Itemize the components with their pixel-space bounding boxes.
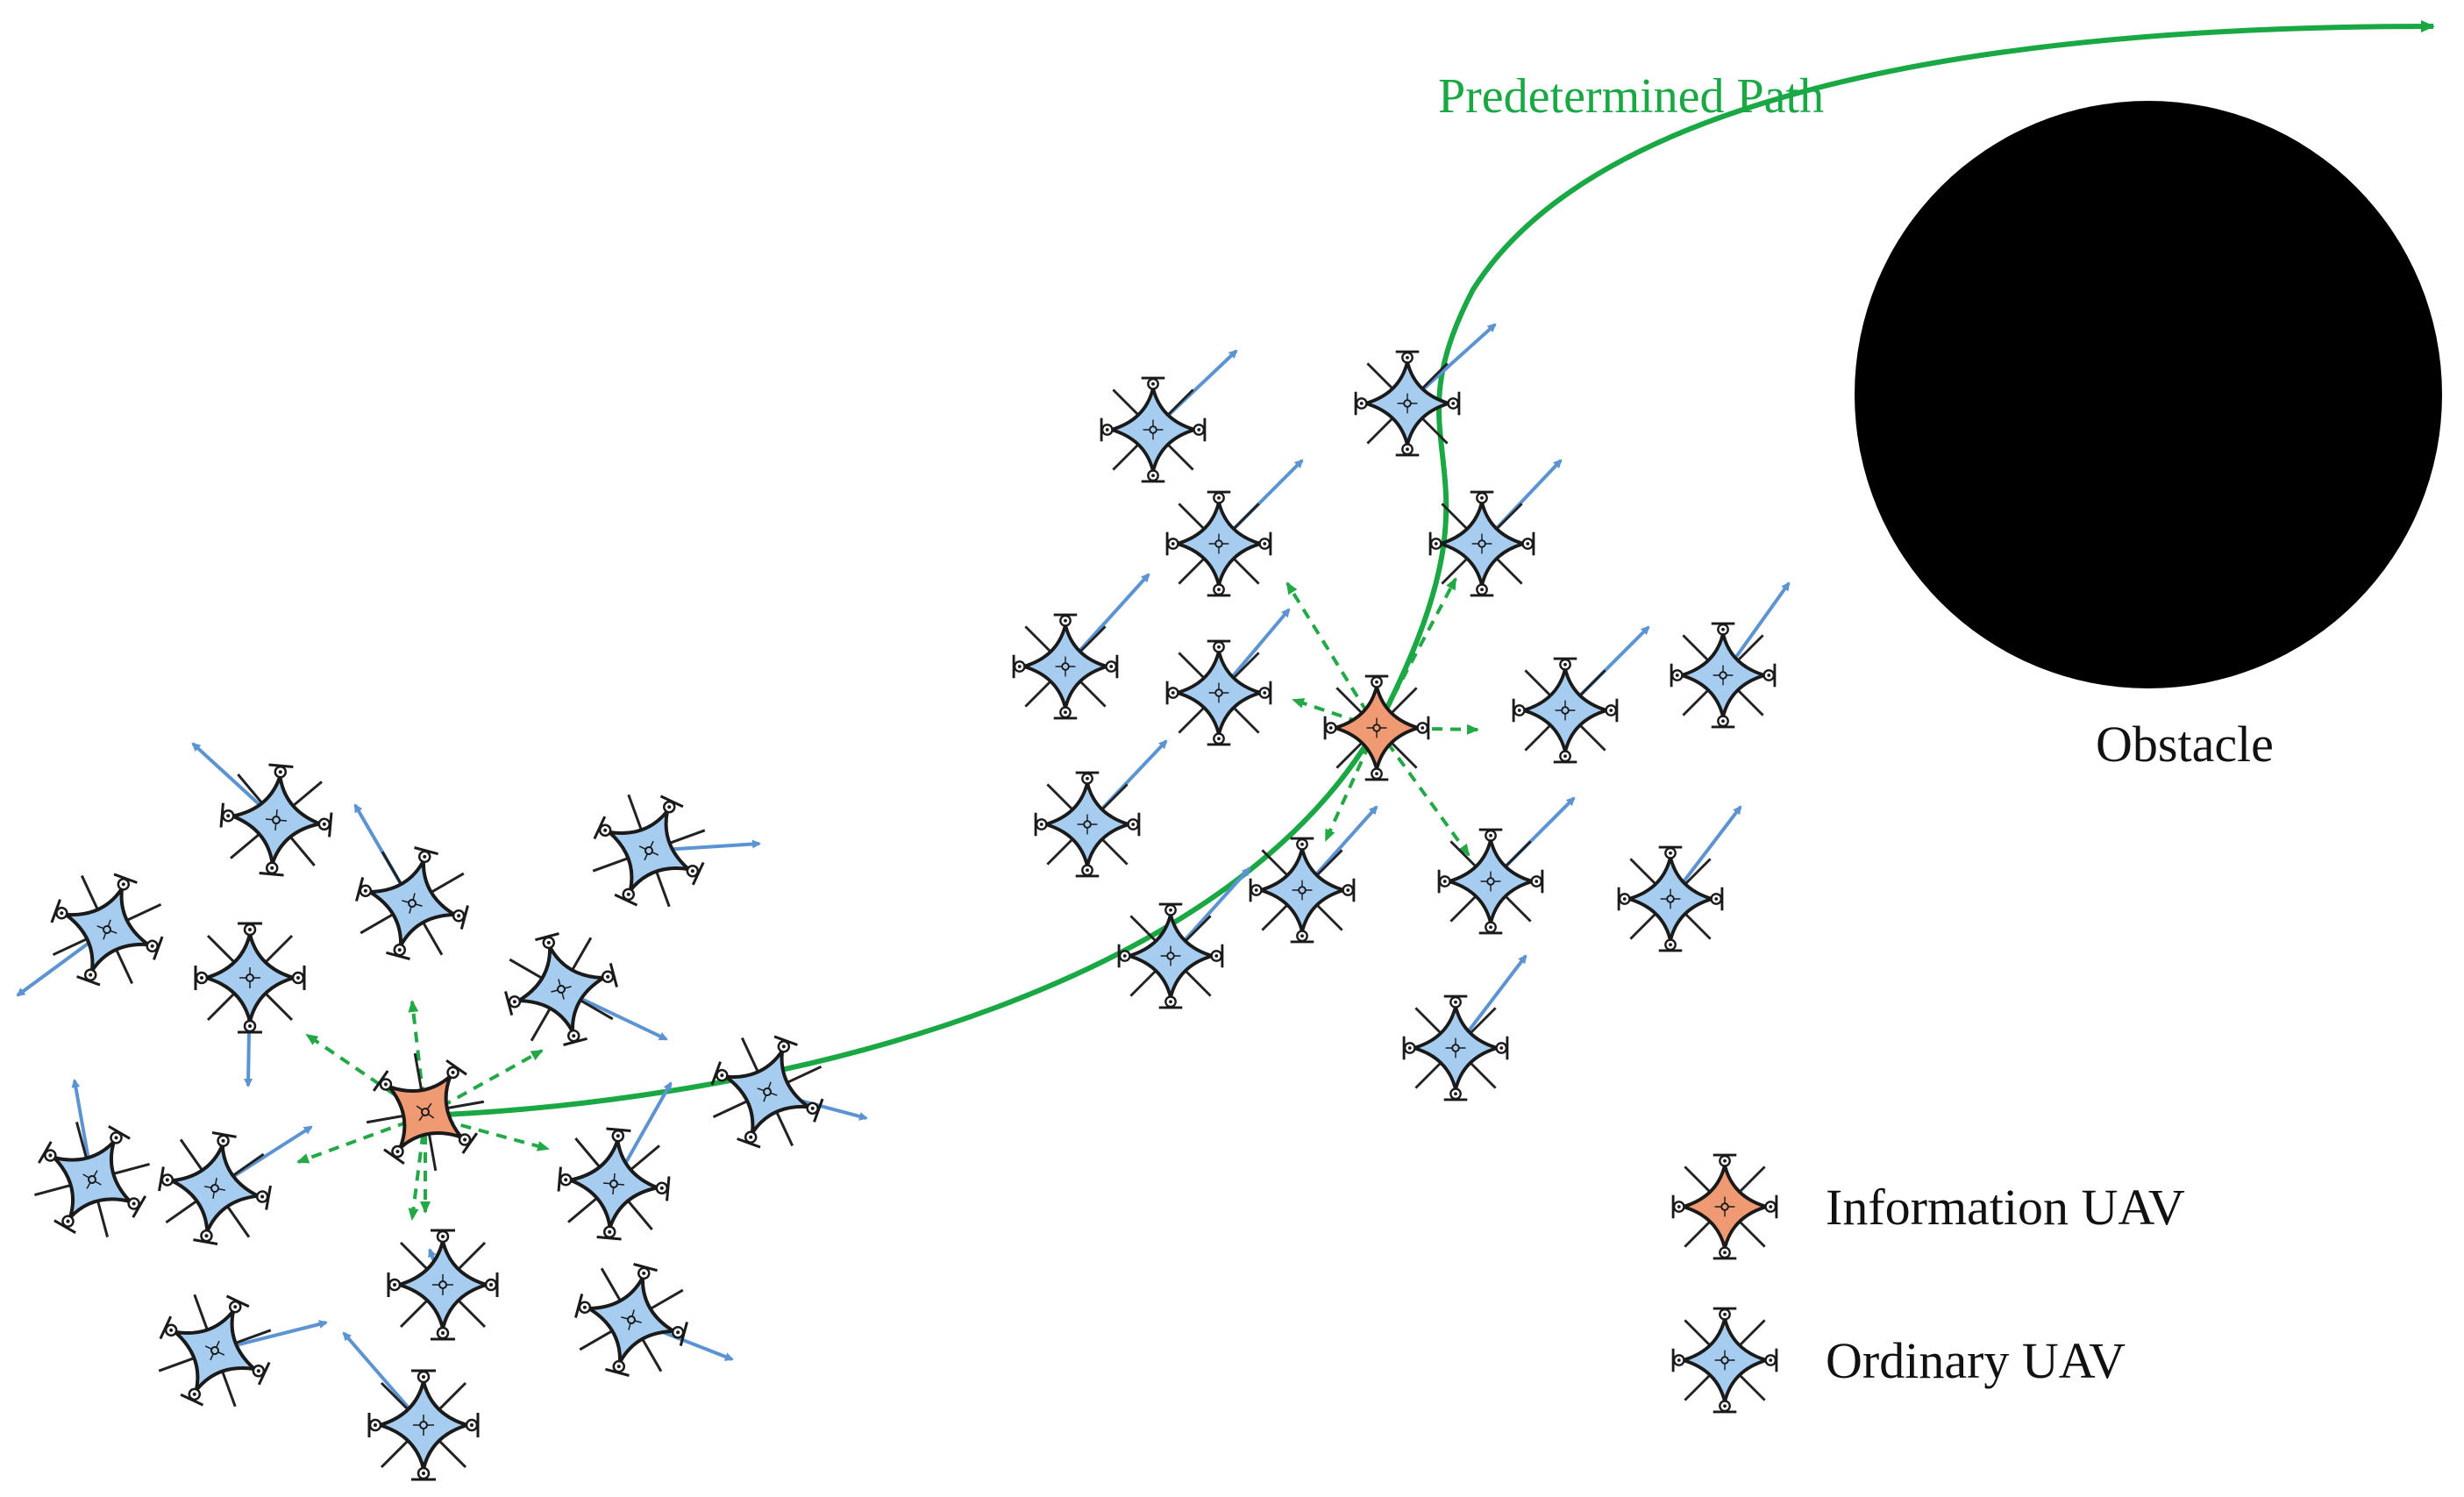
information-uav-icon	[1323, 674, 1430, 781]
ordinary-uav-icon	[1034, 771, 1141, 878]
ordinary-uav-icon	[1437, 828, 1544, 935]
uav-swarm	[16, 350, 1777, 1481]
ordinary-uav-icon	[563, 1251, 700, 1388]
ordinary-uav-icon	[344, 835, 481, 972]
ordinary-uav-icon	[1402, 994, 1509, 1101]
communication-arrow	[1285, 581, 1378, 730]
ordinary-uav-icon	[1617, 845, 1724, 952]
legend-information-label: Information UAV	[1826, 1179, 2185, 1236]
communication-arrow	[1375, 577, 1457, 729]
ordinary-uav-icon	[1428, 490, 1535, 597]
legend-ordinary-uav-icon	[1671, 1307, 1778, 1414]
ordinary-uav-icon	[1249, 837, 1356, 944]
obstacle-label: Obstacle	[2096, 716, 2274, 773]
ordinary-uav-icon	[367, 1369, 480, 1481]
ordinary-uav-icon	[493, 921, 630, 1058]
communication-arrow	[1292, 698, 1378, 730]
ordinary-uav-icon	[1012, 613, 1119, 720]
communication-arrow	[1375, 726, 1471, 857]
legend: Information UAV Ordinary UAV	[1671, 1153, 2185, 1414]
ordinary-uav-icon	[35, 858, 179, 1002]
ordinary-uav-icon	[16, 1103, 168, 1256]
predetermined-path	[424, 20, 2435, 1118]
legend-ordinary-label: Ordinary UAV	[1826, 1332, 2126, 1389]
ordinary-uav-icon	[1165, 490, 1272, 597]
path-label: Predetermined Path	[1438, 69, 1824, 124]
ordinary-uav-icon	[695, 1020, 839, 1164]
ordinary-uav-icon	[552, 1123, 675, 1245]
communication-arrow	[1376, 724, 1479, 735]
ordinary-uav-icon	[1100, 376, 1207, 483]
ordinary-uav-icon	[1117, 902, 1224, 1009]
ordinary-uav-icon	[1165, 639, 1272, 746]
ordinary-uav-icon	[1512, 657, 1619, 764]
ordinary-uav-icon	[194, 922, 306, 1034]
ordinary-uav-icon	[387, 1229, 499, 1341]
ordinary-uav-icon	[1354, 350, 1461, 457]
ordinary-uav-icon	[1670, 622, 1777, 729]
ordinary-uav-icon	[150, 1123, 280, 1253]
legend-information-uav-icon	[1671, 1153, 1778, 1260]
obstacle-circle	[1855, 101, 2442, 688]
ordinary-uav-icon	[574, 776, 723, 925]
ordinary-uav-icon	[215, 759, 338, 881]
ordinary-uav-icon	[140, 1276, 289, 1425]
